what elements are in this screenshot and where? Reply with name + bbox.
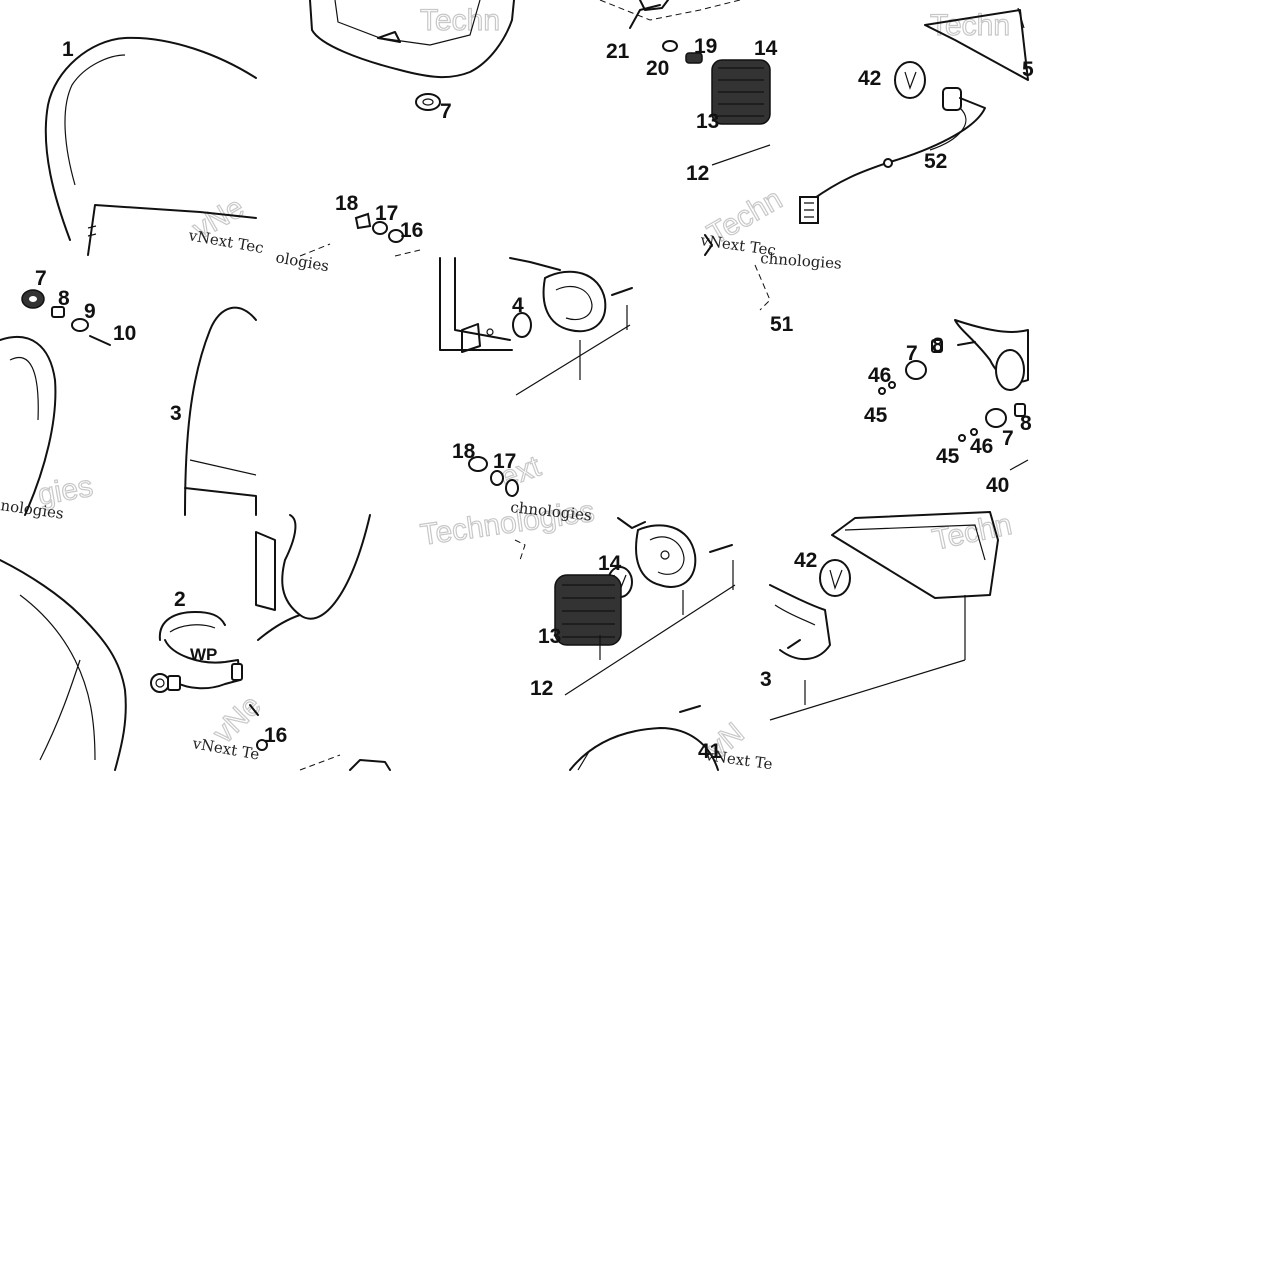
callout-52: 52: [924, 150, 947, 173]
watermark-layer: Techn Techn vNe ext Techn gies Technolog…: [0, 3, 1015, 773]
callout-40: 40: [986, 474, 1009, 497]
callout-7: 7: [906, 342, 918, 365]
indicator-part-rear: [599, 0, 771, 166]
callout-7: 7: [440, 100, 452, 123]
callout-21: 21: [606, 40, 630, 63]
callout-9: 9: [84, 300, 96, 323]
callout-17: 17: [375, 202, 398, 225]
front-indicator-part-2: [468, 456, 736, 696]
lamp-housing-part: [309, 0, 515, 111]
callout-16: 16: [264, 724, 287, 747]
callout-8: 8: [932, 334, 944, 357]
callout-12: 12: [686, 162, 709, 185]
tail-light-part: [569, 511, 999, 771]
callout-42: 42: [794, 549, 817, 572]
callout-13: 13: [696, 110, 719, 133]
callout-45: 45: [936, 445, 960, 468]
callout-12: 12: [530, 677, 553, 700]
callout-51: 51: [770, 313, 794, 336]
watermark-outline: Techn: [420, 4, 500, 37]
callout-17: 17: [493, 450, 516, 473]
callout-7: 7: [1002, 427, 1014, 450]
callout-45: 45: [864, 404, 888, 427]
callout-8: 8: [58, 287, 70, 310]
watermark-outline: Techn: [930, 508, 1015, 557]
headlight-mask-front-part: [0, 559, 127, 771]
callout-42: 42: [858, 67, 881, 90]
callout-18: 18: [335, 192, 359, 215]
watermark-text: chnologies: [760, 249, 843, 273]
fastener-group-left: [0, 289, 111, 516]
callout-14: 14: [754, 37, 778, 60]
callout-13: 13: [538, 625, 561, 648]
callout-18: 18: [452, 440, 476, 463]
headlight-shell-part: [184, 306, 257, 516]
callout-14: 14: [598, 552, 622, 575]
tail-light-bracket-part: [754, 264, 1029, 471]
fork-clamp-part: [150, 514, 391, 771]
callout-8: 8: [1020, 412, 1032, 435]
callout-2: 2: [174, 588, 186, 611]
front-indicator-part: [299, 212, 633, 396]
callout-3: 3: [760, 668, 772, 691]
callout-7: 7: [35, 267, 47, 290]
tail-light-cable-part: [704, 7, 1029, 256]
callout-1: 1: [62, 38, 74, 61]
callout-4: 4: [512, 294, 524, 317]
watermark-text: ologies: [274, 248, 330, 275]
callout-46: 46: [868, 364, 891, 387]
clamp-label-wp: WP: [190, 645, 217, 664]
callout-19: 19: [694, 35, 717, 58]
callout-41: 41: [698, 740, 722, 763]
callout-20: 20: [646, 57, 669, 80]
callout-3: 3: [170, 402, 182, 425]
callout-16: 16: [400, 219, 423, 242]
callout-10: 10: [113, 322, 136, 345]
headlight-mask-part: [44, 36, 257, 256]
callout-46: 46: [970, 435, 993, 458]
callout-5: 5: [1022, 58, 1034, 81]
